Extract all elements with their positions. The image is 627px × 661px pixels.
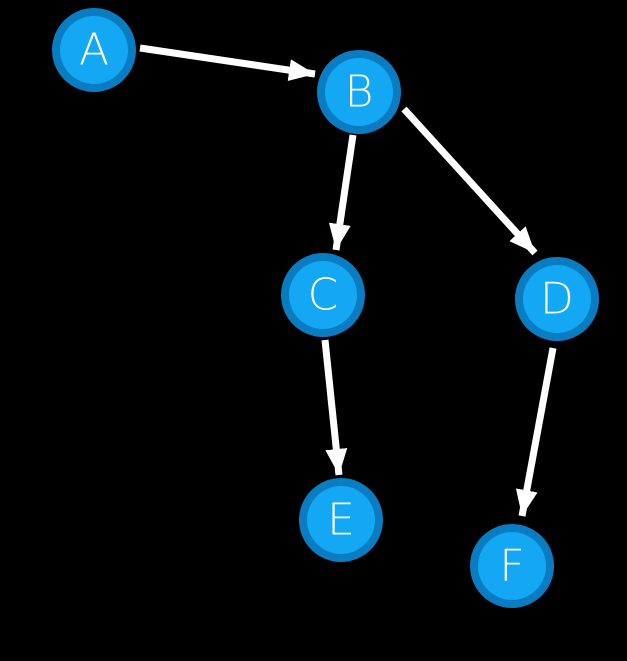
node-body	[523, 265, 591, 333]
node-body	[325, 58, 393, 126]
edge-B-C-arrow	[328, 134, 357, 251]
graph-node-D[interactable]: D	[515, 257, 599, 341]
edge-B-D-arrow	[401, 106, 538, 256]
edge-A-B-arrow	[139, 44, 316, 82]
node-body	[307, 486, 375, 554]
graph-node-C[interactable]: C	[281, 253, 365, 337]
edge-C-E-arrow	[321, 339, 348, 476]
node-body	[60, 16, 128, 84]
graph-node-F[interactable]: F	[470, 524, 554, 608]
node-body	[478, 532, 546, 600]
graph-node-B[interactable]: B	[317, 50, 401, 134]
graph-node-E[interactable]: E	[299, 478, 383, 562]
node-body	[289, 261, 357, 329]
graph-node-A[interactable]: A	[52, 8, 136, 92]
edge-D-F-arrow	[515, 347, 557, 517]
